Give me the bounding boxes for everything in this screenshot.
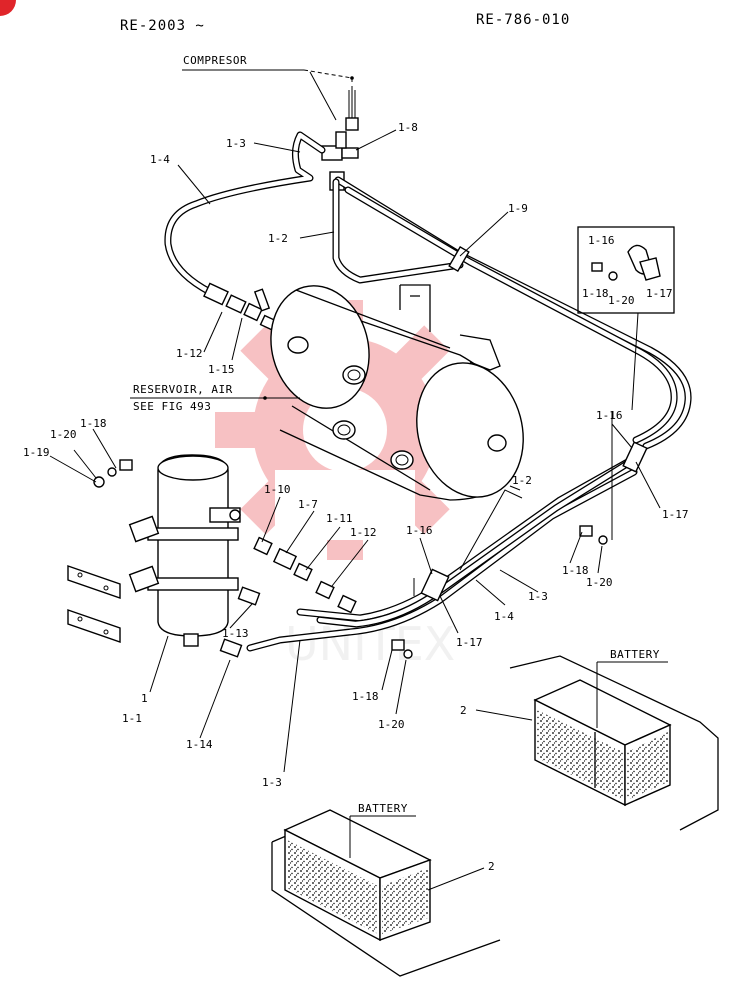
- center-fittings: [219, 536, 357, 658]
- clip-detail-inset: [577, 226, 675, 411]
- callout-1-18-right: 1-18: [562, 564, 589, 577]
- reservoir-caption-line2: SEE FIG 493: [133, 400, 211, 413]
- hardware-right-icon: [579, 525, 608, 545]
- callout-1-9: 1-9: [508, 202, 528, 215]
- callout-1-3-right: 1-3: [528, 590, 548, 603]
- callout-1-20-right: 1-20: [586, 576, 613, 589]
- header-left-code: RE-2003 ~: [120, 18, 205, 34]
- callout-1-8: 1-8: [398, 121, 418, 134]
- callout-1-15: 1-15: [208, 363, 235, 376]
- callout-2-lower: 2: [488, 860, 495, 873]
- callout-1-10: 1-10: [264, 483, 291, 496]
- air-reservoir-tank-icon: [270, 284, 524, 501]
- callout-1-12-mid: 1-12: [350, 526, 377, 539]
- callout-1-4-right: 1-4: [494, 610, 514, 623]
- hose-clamp-mid-icon: [413, 568, 450, 602]
- battery-lower-leader: [349, 815, 416, 858]
- callout-1-20-bottom: 1-20: [378, 718, 405, 731]
- callout-1-14: 1-14: [186, 738, 213, 751]
- reservoir-caption-point: [263, 396, 267, 400]
- callout-1-16-mid: 1-16: [406, 524, 433, 537]
- callout-1-18-left: 1-18: [80, 417, 107, 430]
- battery-lower-icon: [271, 809, 501, 977]
- callout-1-4-top: 1-4: [150, 153, 170, 166]
- callout-1-18-bottom: 1-18: [352, 690, 379, 703]
- air-dryer-icon: [128, 454, 241, 647]
- battery-upper-leader: [596, 661, 668, 728]
- callout-1-16-right: 1-16: [596, 409, 623, 422]
- callout-1-12-left: 1-12: [176, 347, 203, 360]
- callout-1-1: 1-1: [122, 712, 142, 725]
- hardware-left-icon: [93, 459, 133, 488]
- hose-clamp-right-icon: [611, 412, 648, 540]
- callout-1-3-bottom: 1-3: [262, 776, 282, 789]
- callout-1-20-box: 1-20: [608, 294, 635, 307]
- reservoir-caption-line1: RESERVOIR, AIR: [133, 383, 233, 396]
- callout-1-3-top: 1-3: [226, 137, 246, 150]
- header-right-code: RE-786-010: [476, 12, 570, 28]
- compresor-point: [350, 76, 354, 80]
- callout-1-7: 1-7: [298, 498, 318, 511]
- corner-badge-icon: [0, 0, 16, 16]
- callout-2-upper: 2: [460, 704, 467, 717]
- callout-1-2-right: 1-2: [512, 474, 532, 487]
- left-coupling-fittings: [203, 282, 279, 332]
- compresor-caption: COMPRESOR: [183, 54, 247, 67]
- battery-lower-caption: BATTERY: [358, 802, 408, 815]
- battery-upper-icon: [509, 655, 719, 831]
- callout-1-2-top: 1-2: [268, 232, 288, 245]
- bolt-fitting-icon: [345, 86, 359, 131]
- callout-1-17-mid: 1-17: [456, 636, 483, 649]
- compresor-leader-dashed: [303, 69, 353, 84]
- callout-1-17-box: 1-17: [646, 287, 673, 300]
- callout-leaders: [49, 129, 661, 891]
- battery-upper-caption: BATTERY: [610, 648, 660, 661]
- callout-1-19: 1-19: [23, 446, 50, 459]
- callout-1-20-left: 1-20: [50, 428, 77, 441]
- callout-1-18-box: 1-18: [582, 287, 609, 300]
- callout-1-11: 1-11: [326, 512, 353, 525]
- callout-1: 1: [141, 692, 148, 705]
- callout-1-13: 1-13: [222, 627, 249, 640]
- callout-1-16-box: 1-16: [588, 234, 615, 247]
- callout-1-17-right: 1-17: [662, 508, 689, 521]
- mounting-plates-icon: [67, 565, 121, 643]
- compresor-leader: [309, 71, 337, 121]
- hardware-bottom-icon: [391, 639, 413, 659]
